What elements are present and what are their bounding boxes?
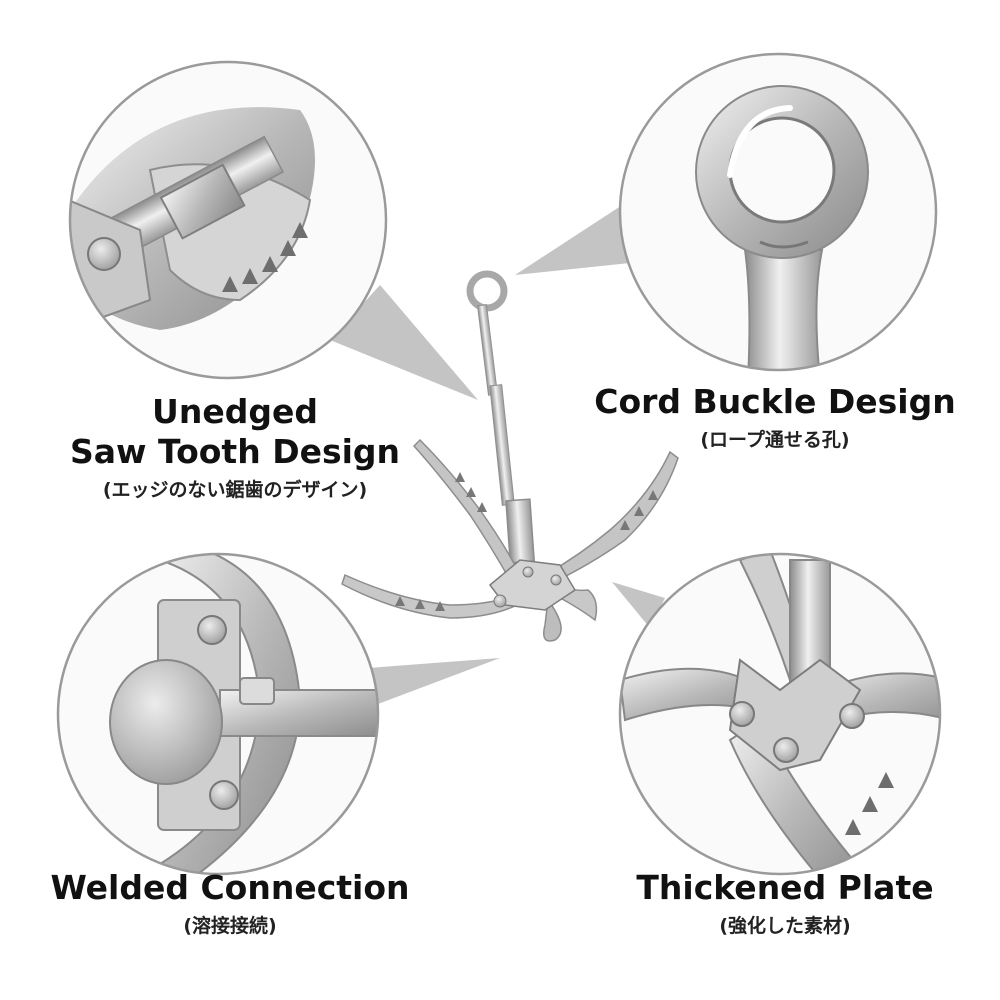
saw-tooth-title-line1: Unedged <box>152 392 318 431</box>
welded-connection-detail <box>58 554 378 874</box>
thickened-plate-caption: Thickened Plate (強化した素材) <box>590 868 980 940</box>
saw-tooth-title-line2: Saw Tooth Design <box>69 432 401 471</box>
welded-connection-subtitle: (溶接接続) <box>183 915 277 937</box>
saw-tooth-subtitle: (エッジのない鋸歯のデザイン) <box>102 479 368 501</box>
saw-tooth-detail <box>70 62 386 378</box>
thickened-plate-detail <box>620 554 940 874</box>
cord-buckle-title: Cord Buckle Design <box>594 382 956 421</box>
pointer-cord <box>515 200 640 275</box>
grappling-hook-product <box>341 270 679 642</box>
saw-tooth-caption: Unedged Saw Tooth Design (エッジのない鋸歯のデザイン) <box>40 392 430 504</box>
pointer-saw <box>330 285 478 400</box>
cord-buckle-caption: Cord Buckle Design (ロープ通せる孔) <box>570 382 980 454</box>
cord-buckle-subtitle: (ロープ通せる孔) <box>700 429 850 451</box>
cord-buckle-detail <box>620 54 936 370</box>
welded-connection-title: Welded Connection <box>50 868 410 907</box>
welded-connection-caption: Welded Connection (溶接接続) <box>30 868 430 940</box>
thickened-plate-title: Thickened Plate <box>636 868 934 907</box>
pointer-weld <box>368 658 500 704</box>
thickened-plate-subtitle: (強化した素材) <box>719 915 851 937</box>
